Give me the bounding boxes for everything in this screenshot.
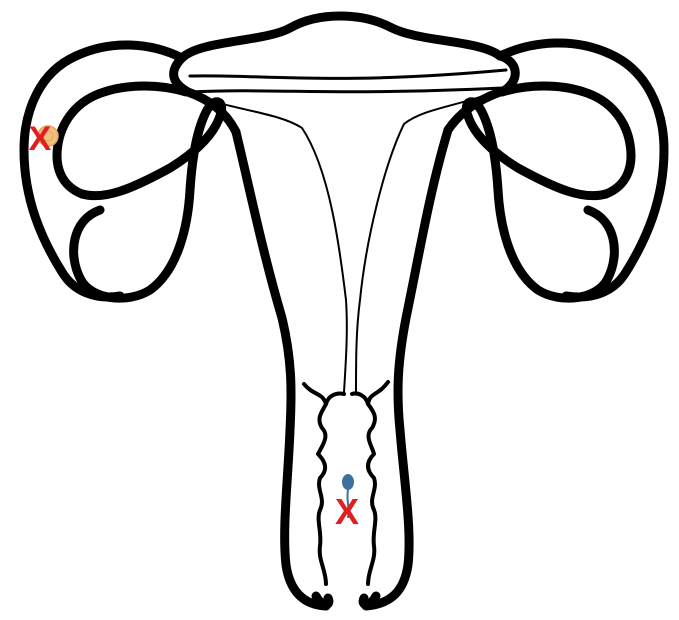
sperm-icon xyxy=(342,474,354,490)
cervical-canal-right xyxy=(368,382,388,584)
cervix-left-fold xyxy=(326,393,344,404)
vaginal-opening-right xyxy=(363,596,376,605)
cervical-canal-left xyxy=(304,384,326,584)
cervix-right-fold xyxy=(352,393,368,404)
left-fallopian-tube xyxy=(24,45,236,298)
left-tube-inner-arc xyxy=(57,86,186,194)
uterus-left-wall xyxy=(236,132,326,606)
right-tube-inner-arc xyxy=(502,86,631,194)
uterus-band-inner-line xyxy=(190,70,506,78)
left-x-mark: X xyxy=(29,120,52,158)
uterus-fundus-outline xyxy=(182,16,500,58)
cervix-marker: X xyxy=(335,474,359,532)
right-ovary-outline xyxy=(466,102,614,298)
right-fallopian-tube xyxy=(448,43,664,298)
uterus-band-lower-line xyxy=(190,88,502,92)
vaginal-opening-left xyxy=(316,596,329,605)
cervix-x-mark: X xyxy=(335,491,359,532)
left-ovary-outline xyxy=(74,102,222,298)
uterine-cavity-left xyxy=(192,94,347,392)
